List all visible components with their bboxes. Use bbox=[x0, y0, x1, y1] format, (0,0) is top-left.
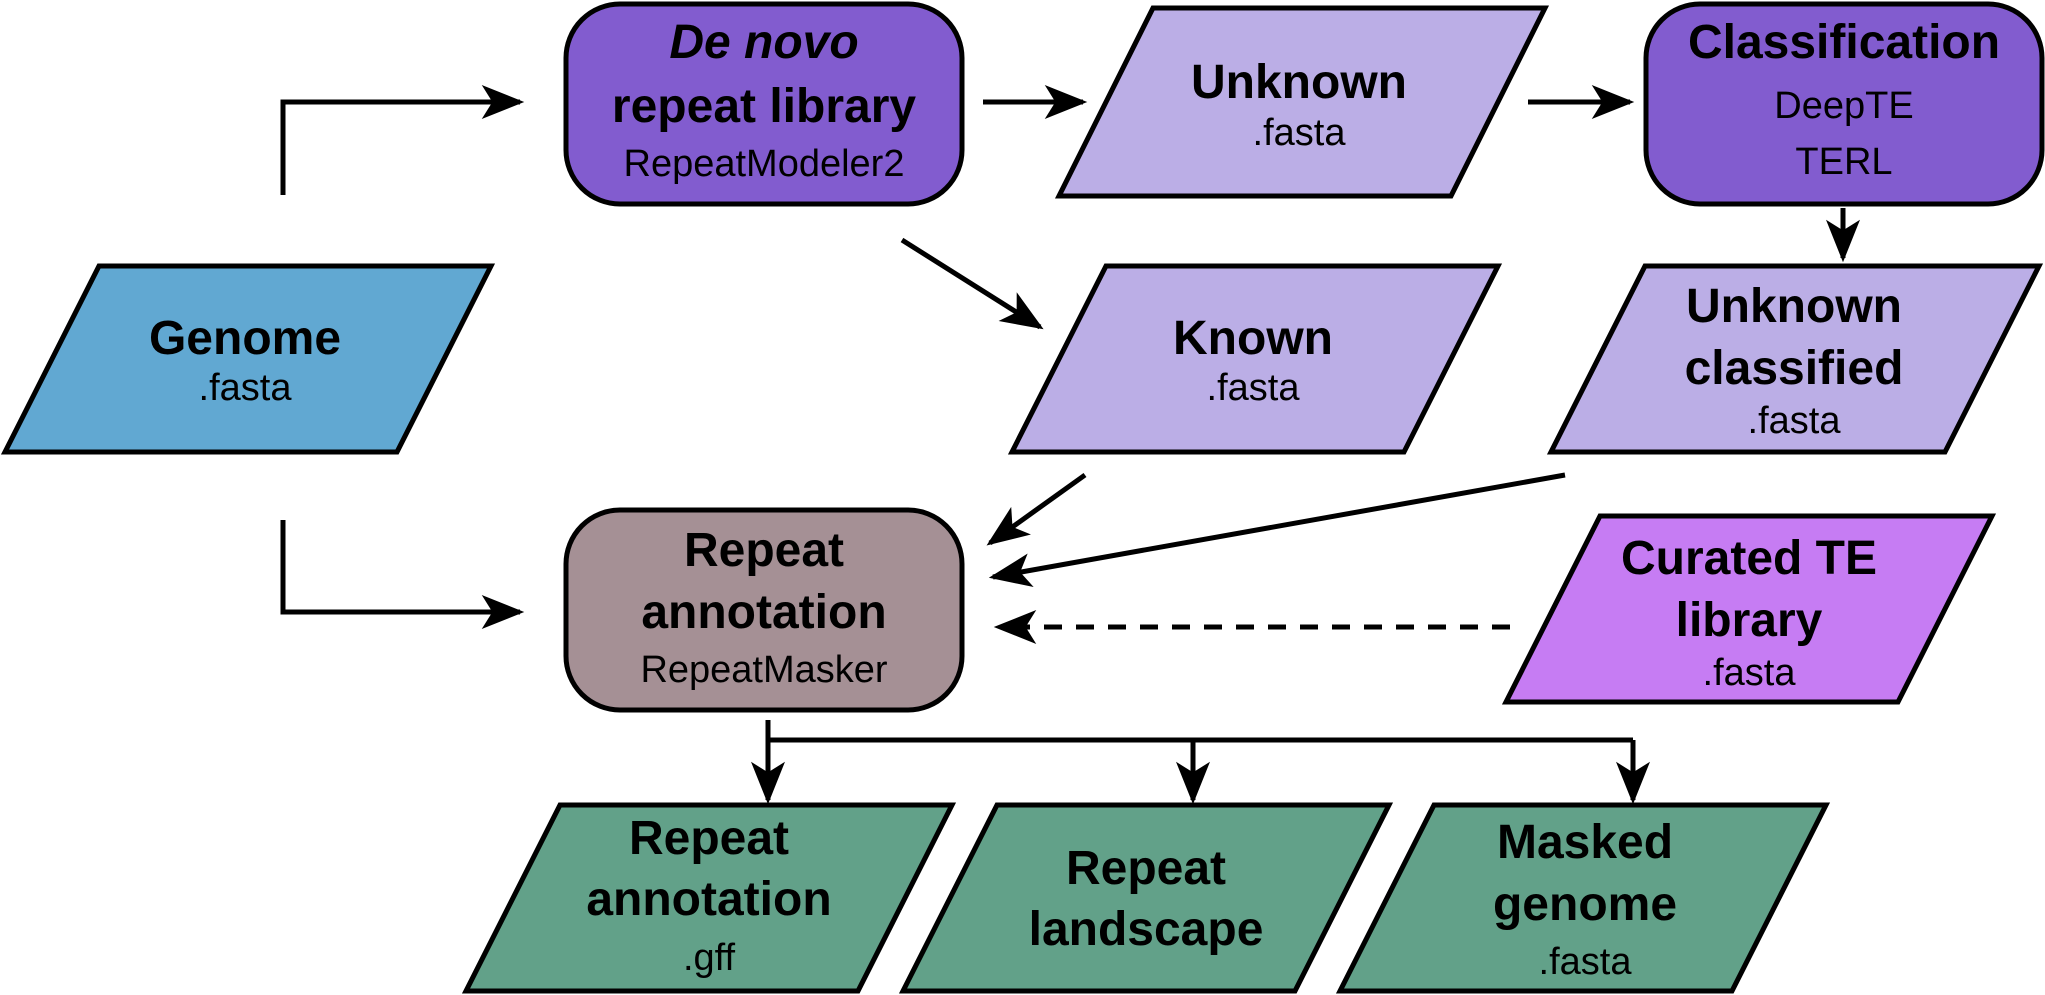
node-out-landscape-title-1: Repeat bbox=[1066, 842, 1226, 895]
node-output-repeat-landscape: Repeat landscape bbox=[898, 802, 1394, 994]
node-curated-te-library: Curated TE library .fasta bbox=[1501, 513, 1997, 705]
node-unknown-sub: .fasta bbox=[1253, 112, 1347, 154]
node-repeat-annotation-sub: RepeatMasker bbox=[640, 649, 887, 691]
node-known-title: Known bbox=[1173, 312, 1333, 365]
node-classification-tool-1: DeepTE bbox=[1774, 85, 1913, 127]
arrow-genome-to-denovo bbox=[280, 85, 525, 195]
node-genome: Genome .fasta bbox=[0, 263, 496, 455]
node-out-masked-title-2: genome bbox=[1493, 878, 1677, 931]
output-branch-bar bbox=[765, 720, 1633, 743]
node-out-masked-sub: .fasta bbox=[1539, 941, 1633, 983]
node-denovo-library: De novo repeat library RepeatModeler2 bbox=[563, 1, 965, 207]
node-known: Known .fasta bbox=[1007, 263, 1503, 455]
node-denovo-title-italic: De novo bbox=[669, 16, 858, 69]
node-repeat-annotation: Repeat annotation RepeatMasker bbox=[563, 507, 965, 713]
node-out-landscape-title-2: landscape bbox=[1029, 903, 1264, 956]
node-classification: Classification DeepTE TERL bbox=[1643, 1, 2045, 207]
node-unknown-classified-title-1: Unknown bbox=[1686, 280, 1902, 333]
connectors bbox=[280, 85, 1860, 805]
node-denovo-title: repeat library bbox=[612, 80, 916, 133]
node-repeat-annotation-title-2: annotation bbox=[641, 586, 886, 639]
node-denovo-sub: RepeatModeler2 bbox=[624, 143, 905, 185]
node-repeat-annotation-title-1: Repeat bbox=[684, 524, 844, 577]
node-out-gff-sub: .gff bbox=[683, 937, 736, 979]
arrow-known-to-repeat-annotation bbox=[986, 472, 1087, 546]
node-output-masked-genome: Masked genome .fasta bbox=[1335, 802, 1831, 994]
arrow-unknown-classified-to-repeat-annotation bbox=[988, 472, 1566, 588]
node-out-gff-title-2: annotation bbox=[586, 873, 831, 926]
node-known-sub: .fasta bbox=[1207, 367, 1301, 409]
node-curated-title-2: library bbox=[1676, 594, 1823, 647]
node-classification-tool-2: TERL bbox=[1795, 141, 1892, 183]
node-out-masked-title-1: Masked bbox=[1497, 816, 1673, 869]
node-classification-title: Classification bbox=[1688, 16, 2000, 69]
node-curated-title-1: Curated TE bbox=[1621, 532, 1877, 585]
node-unknown: Unknown .fasta bbox=[1054, 5, 1550, 199]
node-genome-sub: .fasta bbox=[199, 367, 293, 409]
arrow-denovo-to-known bbox=[900, 237, 1044, 330]
node-out-gff-title-1: Repeat bbox=[629, 812, 789, 865]
node-unknown-title: Unknown bbox=[1191, 56, 1407, 109]
node-genome-title: Genome bbox=[149, 312, 341, 365]
node-curated-sub: .fasta bbox=[1703, 652, 1797, 694]
node-unknown-classified: Unknown classified .fasta bbox=[1546, 263, 2044, 455]
node-output-repeat-annotation-gff: Repeat annotation .gff bbox=[461, 802, 957, 994]
node-unknown-classified-sub: .fasta bbox=[1748, 400, 1842, 442]
node-unknown-classified-title-2: classified bbox=[1685, 342, 1904, 395]
arrow-genome-to-repeat-annotation bbox=[280, 520, 525, 629]
